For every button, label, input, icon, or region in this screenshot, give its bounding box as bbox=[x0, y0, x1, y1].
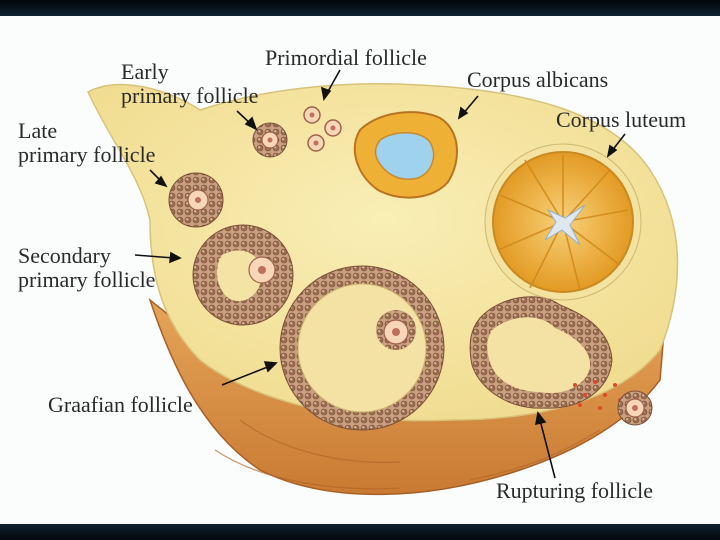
label-corpus-luteum: Corpus luteum bbox=[556, 108, 686, 132]
label-graafian-follicle: Graafian follicle bbox=[48, 393, 193, 417]
secondary-follicle bbox=[193, 225, 293, 325]
corpus-albicans bbox=[355, 112, 457, 197]
corpus-luteum bbox=[485, 144, 641, 300]
label-corpus-albicans: Corpus albicans bbox=[467, 68, 608, 92]
label-secondary-primary-follicle: Secondary primary follicle bbox=[18, 244, 155, 292]
early-primary-follicle bbox=[253, 123, 287, 157]
label-rupturing-follicle: Rupturing follicle bbox=[496, 479, 653, 503]
label-late-primary-follicle: Late primary follicle bbox=[18, 119, 155, 167]
late-primary-follicle bbox=[169, 173, 223, 227]
graafian-follicle bbox=[280, 266, 444, 430]
label-primordial-follicle: Primordial follicle bbox=[265, 46, 427, 70]
label-early-primary-follicle: Early primary follicle bbox=[121, 60, 258, 108]
